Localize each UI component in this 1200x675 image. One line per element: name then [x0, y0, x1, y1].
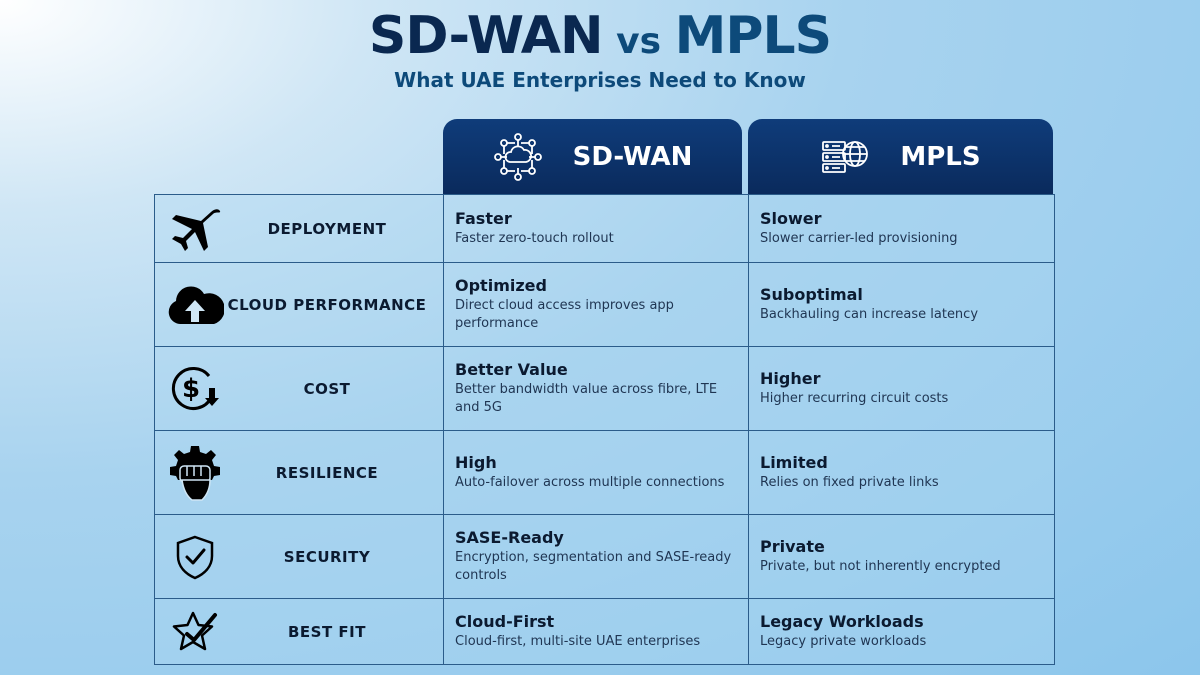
mpls-value-title: Suboptimal [760, 285, 863, 304]
column-header-mpls: MPLS [748, 119, 1053, 195]
feature-cell: CLOUD PERFORMANCE [154, 262, 444, 347]
page-subtitle: What UAE Enterprises Need to Know [394, 68, 806, 92]
feature-cell: SECURITY [154, 514, 444, 599]
page-title: SD-WAN vs MPLS [0, 6, 1200, 66]
sdwan-value-desc: Direct cloud access improves app perform… [455, 298, 674, 331]
sdwan-value-title: High [455, 453, 497, 472]
server-globe-icon [822, 141, 869, 173]
sdwan-value-title: Cloud-First [455, 612, 555, 631]
sdwan-cell: Cloud-First Cloud-first, multi-site UAE … [443, 598, 749, 665]
mpls-cell: Limited Relies on fixed private links [748, 430, 1055, 515]
feature-label: SECURITY [283, 547, 371, 566]
column-header-sdwan: SD-WAN [443, 119, 742, 195]
column-label-sdwan: SD-WAN [572, 142, 693, 172]
cloud-upload-icon [168, 285, 224, 324]
table-row: SECURITY SASE-Ready Encryption, segmenta… [154, 514, 1055, 599]
comparison-table: DEPLOYMENT Faster Faster zero-touch roll… [154, 194, 1055, 665]
mpls-cell: Suboptimal Backhauling can increase late… [748, 262, 1055, 347]
mpls-value-title: Legacy Workloads [760, 612, 924, 631]
sdwan-value-title: Optimized [455, 276, 547, 295]
mpls-value-desc: Private, but not inherently encrypted [760, 559, 1001, 574]
feature-cell: RESILIENCE [154, 430, 444, 515]
sdwan-value-title: Faster [455, 209, 512, 228]
mpls-value-desc: Backhauling can increase latency [760, 307, 979, 322]
airplane-icon [172, 208, 221, 251]
mpls-cell: Higher Higher recurring circuit costs [748, 346, 1055, 431]
feature-label: RESILIENCE [275, 463, 379, 482]
sdwan-value-title: SASE-Ready [455, 528, 564, 547]
sdwan-value-desc: Faster zero-touch rollout [455, 231, 614, 246]
mpls-value-desc: Legacy private workloads [760, 634, 927, 649]
dollar-coin-icon: $ [171, 366, 219, 410]
sdwan-cell: Better Value Better bandwidth value acro… [443, 346, 749, 431]
title-vs: vs [616, 21, 662, 62]
column-label-mpls: MPLS [900, 142, 981, 172]
svg-text:$: $ [182, 374, 200, 404]
sdwan-value-desc: Auto-failover across multiple connection… [455, 475, 725, 490]
sdwan-value-desc: Encryption, segmentation and SASE-ready … [455, 550, 732, 583]
sdwan-value-desc: Better bandwidth value across fibre, LTE… [455, 382, 718, 415]
sdwan-value-title: Better Value [455, 360, 568, 379]
gear-fist-icon [170, 445, 220, 501]
table-row: CLOUD PERFORMANCE Optimized Direct cloud… [154, 262, 1055, 347]
sdwan-cell: Faster Faster zero-touch rollout [443, 194, 749, 263]
feature-cell: DEPLOYMENT [154, 194, 444, 263]
mpls-value-desc: Higher recurring circuit costs [760, 391, 949, 406]
feature-label: CLOUD PERFORMANCE [227, 295, 427, 314]
table-row: RESILIENCE High Auto-failover across mul… [154, 430, 1055, 515]
sdwan-value-desc: Cloud-first, multi-site UAE enterprises [455, 634, 701, 649]
sdwan-cell: Optimized Direct cloud access improves a… [443, 262, 749, 347]
feature-label: COST [303, 379, 351, 398]
mpls-cell: Legacy Workloads Legacy private workload… [748, 598, 1055, 665]
feature-cell: BEST FIT [154, 598, 444, 665]
mpls-value-desc: Relies on fixed private links [760, 475, 939, 490]
table-row: BEST FIT Cloud-First Cloud-first, multi-… [154, 598, 1055, 665]
sdwan-cell: SASE-Ready Encryption, segmentation and … [443, 514, 749, 599]
table-row: DEPLOYMENT Faster Faster zero-touch roll… [154, 194, 1055, 263]
title-mpls: MPLS [674, 6, 832, 66]
mpls-value-title: Higher [760, 369, 821, 388]
mpls-value-title: Private [760, 537, 825, 556]
mpls-cell: Slower Slower carrier-led provisioning [748, 194, 1055, 263]
shield-check-icon [176, 535, 214, 579]
mpls-value-title: Slower [760, 209, 822, 228]
feature-cell: $ COST [154, 346, 444, 431]
mpls-value-desc: Slower carrier-led provisioning [760, 231, 958, 246]
feature-label: BEST FIT [288, 622, 366, 641]
feature-label: DEPLOYMENT [267, 219, 387, 238]
star-check-icon [172, 611, 217, 650]
mpls-cell: Private Private, but not inherently encr… [748, 514, 1055, 599]
title-sdwan: SD-WAN [368, 6, 604, 66]
sdwan-cell: High Auto-failover across multiple conne… [443, 430, 749, 515]
mpls-value-title: Limited [760, 453, 828, 472]
cloud-network-icon [493, 133, 542, 181]
table-row: $ COST Better Value Better bandwidth val… [154, 346, 1055, 431]
